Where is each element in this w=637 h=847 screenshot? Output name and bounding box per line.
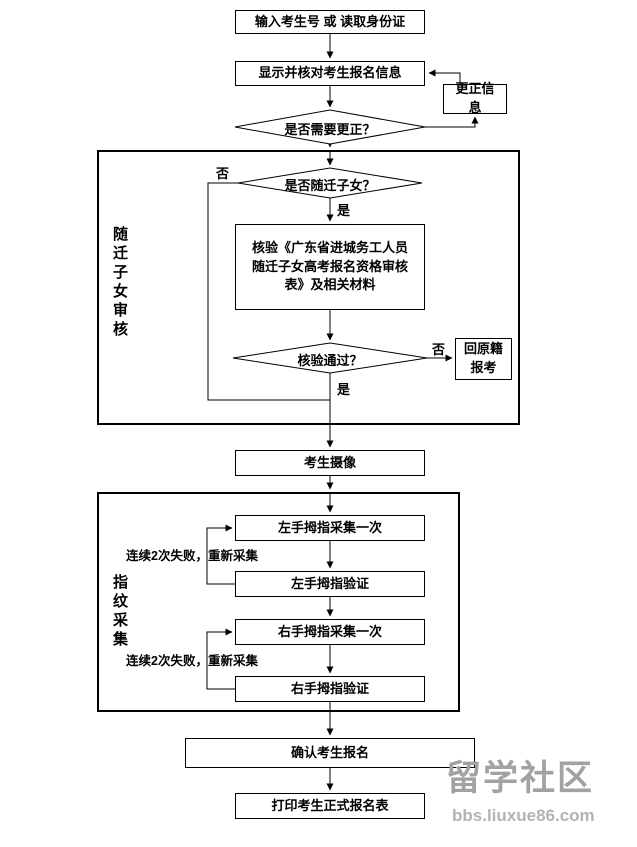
node-left-thumb-verify: 左手拇指验证	[235, 571, 425, 597]
group-label-migrant-review: 随迁子女审核	[111, 226, 128, 340]
edge-ismigrant-no-bypass	[207, 182, 330, 401]
decision-need-correct	[234, 109, 426, 145]
edge-correct-to-display	[428, 69, 461, 84]
edge-label-no-migrant: 否	[216, 166, 230, 181]
watermark-site: bbs.liuxue86.com	[452, 806, 595, 825]
node-confirm-registration: 确认考生报名	[185, 738, 475, 768]
node-left-thumb-collect: 左手拇指采集一次	[235, 515, 425, 541]
group-label-fingerprint-collect: 指纹采集	[111, 574, 128, 650]
node-return-origin: 回原籍 报考	[455, 338, 512, 380]
decision-is-migrant-child	[237, 167, 423, 199]
group-fingerprint-collect	[97, 492, 460, 712]
node-verify-form: 核验《广东省进城务工人员随迁子女高考报名资格审核表》及相关材料	[235, 224, 425, 310]
edge-label-yes-migrant: 是	[337, 203, 351, 218]
node-display-check-info: 显示并核对考生报名信息	[235, 61, 425, 86]
decision-verify-pass	[232, 342, 428, 374]
node-print-form: 打印考生正式报名表	[235, 793, 425, 819]
edge-rightverify-retry-loop	[206, 628, 235, 690]
node-correct-info: 更正信息	[443, 81, 507, 115]
node-right-thumb-verify: 右手拇指验证	[235, 676, 425, 702]
node-candidate-photo: 考生摄像	[235, 450, 425, 476]
edge-leftverify-retry-loop	[206, 524, 235, 585]
node-right-thumb-collect: 右手拇指采集一次	[235, 619, 425, 645]
group-migrant-review	[97, 150, 520, 425]
edge-needcorrect-to-correct	[425, 116, 479, 128]
edge-label-no-verify: 否	[432, 342, 446, 357]
node-input-candidate-id: 输入考生号 或 读取身份证	[235, 10, 425, 34]
edge-label-yes-verify: 是	[337, 382, 351, 397]
retry-label-left-thumb: 连续2次失败，重新采集	[126, 549, 258, 563]
watermark-brand: 留学社区	[446, 759, 595, 798]
retry-label-right-thumb: 连续2次失败，重新采集	[126, 654, 258, 668]
